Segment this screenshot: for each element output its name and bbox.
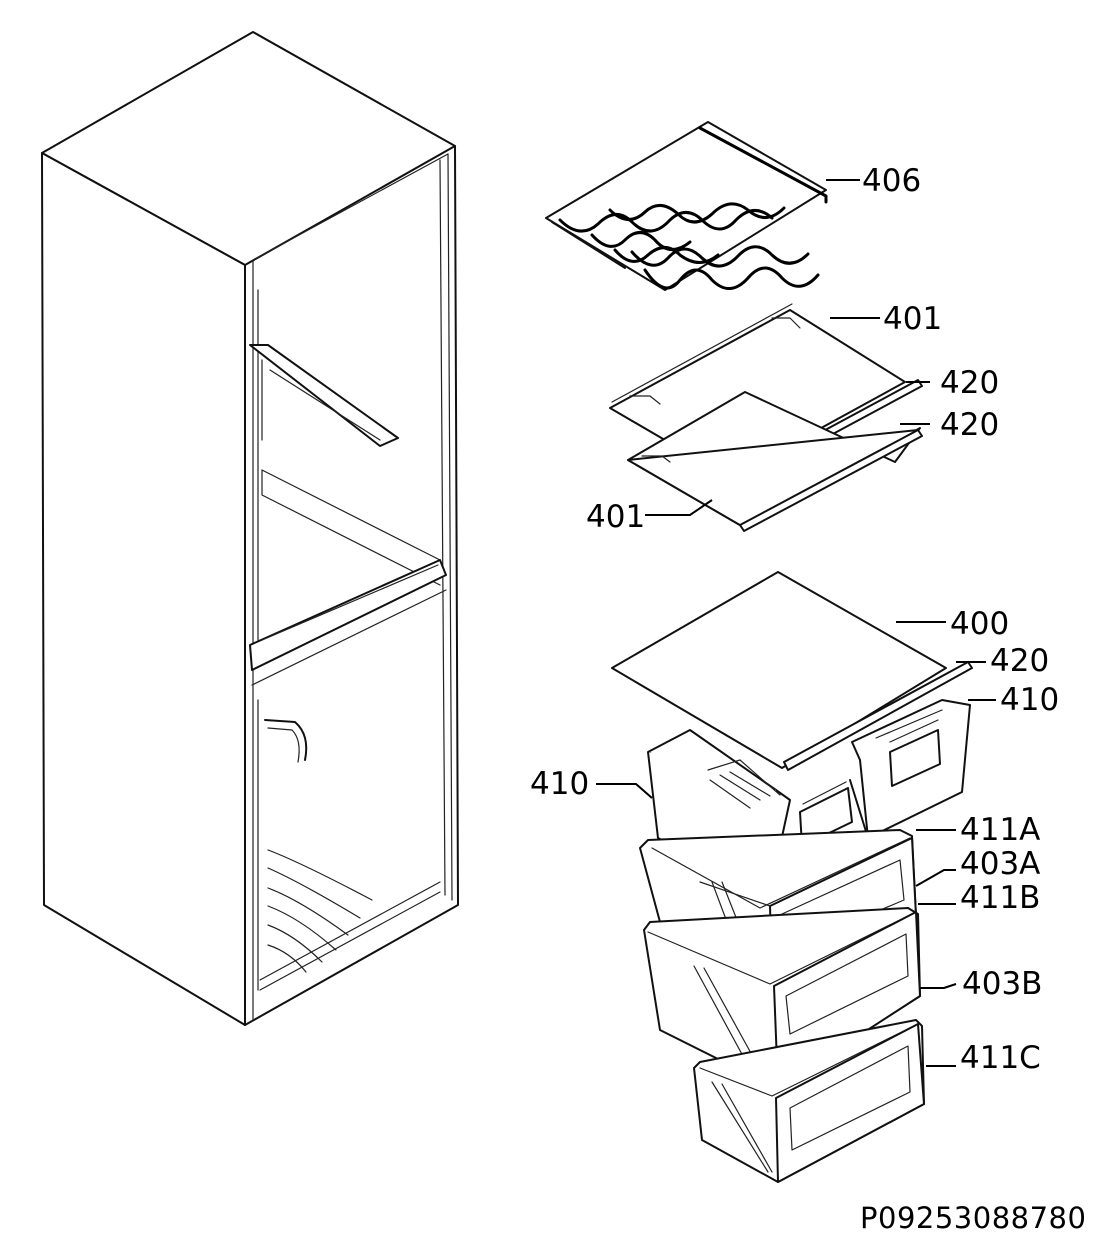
floor-grooves bbox=[267, 849, 373, 973]
label-420-cover: 420 bbox=[990, 643, 1049, 679]
refrigerator-cabinet bbox=[41, 31, 459, 1026]
drawer-411c bbox=[693, 1019, 956, 1183]
compartment-floor bbox=[261, 469, 441, 561]
label-410-right: 410 bbox=[1000, 682, 1059, 718]
cabinet-side bbox=[41, 152, 246, 1026]
label-420-lower: 420 bbox=[940, 407, 999, 443]
cabinet-hook bbox=[264, 719, 308, 761]
cabinet-back-edge bbox=[244, 145, 459, 1026]
document-id: P09253088780 bbox=[860, 1201, 1086, 1235]
label-403a: 403A bbox=[960, 846, 1040, 882]
label-406: 406 bbox=[862, 163, 921, 199]
label-411b: 411B bbox=[960, 880, 1040, 916]
label-410-left: 410 bbox=[530, 766, 589, 802]
label-401-lower: 401 bbox=[586, 499, 645, 535]
label-411c: 411C bbox=[960, 1040, 1041, 1076]
compartment-divider bbox=[249, 559, 447, 671]
drawer-cover-400 bbox=[611, 571, 986, 771]
wine-rack-406 bbox=[545, 121, 860, 291]
cover-trim-420 bbox=[783, 661, 973, 771]
label-401-upper: 401 bbox=[883, 301, 942, 337]
label-403b: 403B bbox=[962, 966, 1042, 1002]
glass-shelf-401-lower bbox=[627, 391, 930, 532]
shelf-trim-420-lower bbox=[739, 429, 923, 532]
label-420-upper: 420 bbox=[940, 365, 999, 401]
callout-labels: 406 401 420 420 401 400 420 410 410 411A… bbox=[530, 163, 1059, 1076]
label-400: 400 bbox=[950, 606, 1009, 642]
cabinet-wine-shelf bbox=[249, 344, 399, 447]
label-411a: 411A bbox=[960, 812, 1040, 848]
